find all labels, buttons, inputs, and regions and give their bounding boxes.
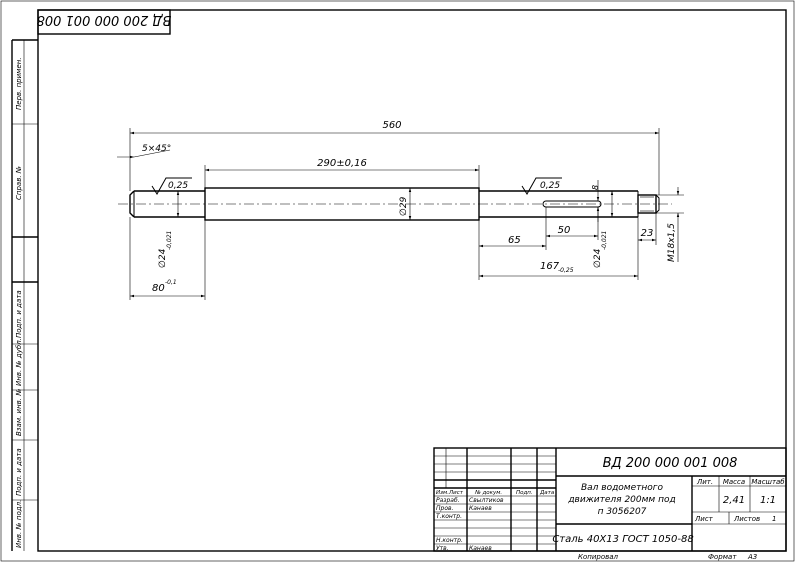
dim-middle-length: 290±0,16 [317, 158, 367, 169]
role-approve: Утв. [436, 545, 449, 552]
name-approve: Канаев [469, 545, 492, 552]
scale-value: 1:1 [760, 495, 776, 506]
margin-label-sign-date-2: Подп. и дата [15, 448, 23, 496]
dim-left-diameter: ∅24 [158, 248, 168, 268]
dim-overall-length: 560 [382, 120, 401, 131]
col-mass: Масса [723, 478, 745, 486]
role-check: Пров. [436, 505, 454, 512]
role-tcontrol: Т.контр. [436, 513, 462, 520]
copied-label: Копировал [578, 553, 619, 561]
margin-label-replace-inv: Взам. инв. № [15, 388, 23, 436]
hdr-doc: № докум. [474, 490, 502, 496]
dim-left-length: 80 [152, 283, 165, 294]
title-name-line2: движителя 200мм под [567, 495, 675, 505]
dim-thread: M18x1,5 [667, 223, 677, 262]
left-margin-strip [11, 39, 38, 551]
top-number-box [37, 9, 171, 35]
col-lit: Лит. [696, 478, 713, 486]
dim-keyway-depth: 8 [591, 185, 600, 190]
shaft-outline [118, 187, 672, 221]
dim-right-diameter-tol: -0,021 [601, 231, 608, 250]
sheet-label: Лист [694, 515, 714, 523]
hdr-date: Дата [539, 490, 555, 496]
drawing-number-rotated: ВД 200 000 001 008 [37, 12, 172, 27]
dim-right-length-tol: -0,25 [558, 267, 574, 274]
hdr-izm: Изм. [436, 490, 449, 496]
dim-thread-length: 23 [641, 228, 654, 239]
format-label: Формат [708, 553, 737, 561]
dim-left-diameter-tol: -0,021 [166, 231, 173, 250]
title-number: ВД 200 000 001 008 [603, 456, 738, 471]
hdr-sign: Подп. [516, 490, 533, 496]
title-material: Сталь 40Х13 ГОСТ 1050-88 [552, 534, 693, 545]
roughness-left: 0,25 [168, 181, 188, 191]
dim-keyway-offset: 65 [508, 235, 521, 246]
role-develop: Разраб. [436, 497, 460, 504]
mass-value: 2,41 [723, 495, 745, 506]
drawing-frame [37, 9, 787, 552]
sheets-label: Листов [733, 515, 760, 523]
dim-right-length: 167 [540, 261, 560, 272]
col-scale: Масштаб [751, 478, 785, 486]
title-block-grid [433, 447, 787, 552]
margin-label-first-use: Перв. примен. [15, 57, 23, 110]
dim-middle-diameter: ∅29 [399, 196, 409, 216]
margin-label-sign-date-1: Подп. и дата [15, 290, 23, 338]
margin-label-reference: Справ. № [15, 166, 23, 200]
format-value: А3 [747, 553, 757, 561]
dim-left-length-tol: -0,1 [165, 279, 177, 286]
name-check: Канаев [469, 505, 492, 512]
role-ncontrol: Н.контр. [436, 537, 463, 544]
title-name-line3: п 3056207 [598, 507, 647, 517]
hdr-list: Лист [448, 490, 464, 496]
sheets-value: 1 [772, 515, 776, 523]
dim-right-diameter: ∅24 [593, 248, 603, 268]
dim-chamfer: 5×45° [142, 144, 171, 154]
dim-keyway-length: 50 [558, 225, 571, 236]
dimension-lines [117, 128, 684, 300]
margin-label-orig-inv: Инв. № подл. [15, 500, 23, 548]
name-develop: Свылтиков [469, 497, 504, 504]
margin-label-dup-inv: Инв. № дубл. [15, 338, 23, 386]
roughness-right: 0,25 [540, 181, 560, 191]
title-name-line1: Вал водометного [581, 483, 664, 493]
